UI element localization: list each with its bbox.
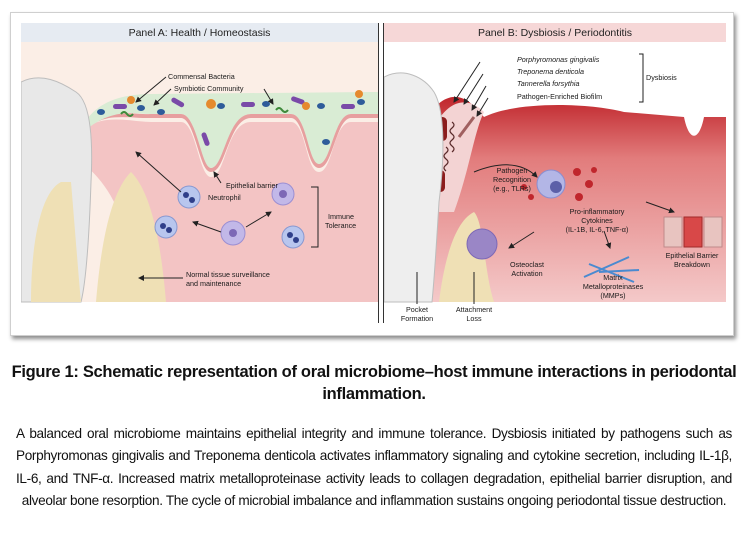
epithelial-cells	[663, 216, 723, 248]
label-biofilm: Pathogen-Enriched Biofilm	[517, 92, 602, 101]
label-epithelial-2: Breakdown	[674, 260, 710, 269]
label-recognition-1: Pathogen	[497, 166, 528, 175]
panel-b-illustration: Porphyromonas gingivalis Treponema denti…	[384, 42, 726, 323]
label-pocket-1: Pocket	[406, 305, 428, 314]
label-epithelial: Epithelial barrier	[226, 181, 279, 190]
label-immune-1: Immune	[328, 212, 354, 221]
label-attachment-2: Loss	[466, 314, 482, 323]
label-attachment-1: Attachment	[456, 305, 492, 314]
alveolar-bone	[96, 172, 166, 302]
osteoclast	[466, 228, 498, 260]
label-recognition-2: Recognition	[493, 175, 531, 184]
collagen-fibers	[583, 256, 640, 283]
epithelium	[81, 113, 378, 173]
label-p-gingivalis: Porphyromonas gingivalis	[517, 55, 600, 64]
label-mmp-2: Metalloproteinases	[583, 282, 644, 291]
label-symbiotic: Symbiotic Community	[174, 84, 244, 93]
label-t-forsythia: Tannerella forsythia	[517, 79, 579, 88]
label-osteoclast-2: Activation	[511, 269, 542, 278]
label-normal-2: and maintenance	[186, 279, 241, 288]
bone-left	[31, 182, 81, 302]
label-recognition-3: (e.g., TLRs)	[493, 184, 531, 193]
panel-a-title: Panel A: Health / Homeostasis	[21, 23, 378, 42]
tolerance-bracket	[311, 186, 319, 248]
panel-a: Panel A: Health / Homeostasis	[21, 23, 379, 323]
label-normal-1: Normal tissue surveillance	[186, 270, 270, 279]
label-cytokines-3: (IL-1B, IL-6, TNF-α)	[566, 225, 629, 234]
figure-caption-title: Figure 1: Schematic representation of or…	[11, 363, 737, 403]
label-t-denticola: Treponema denticola	[517, 67, 584, 76]
label-dysbiosis: Dysbiosis	[646, 73, 677, 82]
cytokines	[521, 167, 597, 201]
label-commensal: Commensal Bacteria	[168, 72, 235, 81]
panel-a-illustration: Commensal Bacteria Symbiotic Community E…	[21, 42, 378, 303]
tooth	[384, 72, 444, 303]
panel-b-title: Panel B: Dysbiosis / Periodontitis	[384, 23, 726, 42]
bacteria	[97, 90, 365, 146]
label-neutrophil: Neutrophil	[208, 193, 241, 202]
label-cytokines-2: Cytokines	[581, 216, 613, 225]
label-osteoclast-1: Osteoclast	[510, 260, 544, 269]
figure-caption-body: A balanced oral microbiome maintains epi…	[16, 426, 732, 509]
label-mmp-3: (MMPs)	[600, 291, 625, 300]
biofilm	[79, 92, 378, 168]
dysbiosis-bracket	[639, 53, 644, 103]
figure-frame: Panel A: Health / Homeostasis	[10, 12, 734, 336]
label-cytokines-1: Pro-inflammatory	[570, 207, 625, 216]
label-pocket-2: Formation	[401, 314, 433, 323]
label-mmp-1: Matrix	[603, 273, 623, 282]
label-immune-2: Tolerance	[325, 221, 356, 230]
label-epithelial-1: Epithelial Barrier	[666, 251, 719, 260]
immune-cells	[154, 182, 305, 249]
panel-b: Panel B: Dysbiosis / Periodontitis	[383, 23, 726, 323]
